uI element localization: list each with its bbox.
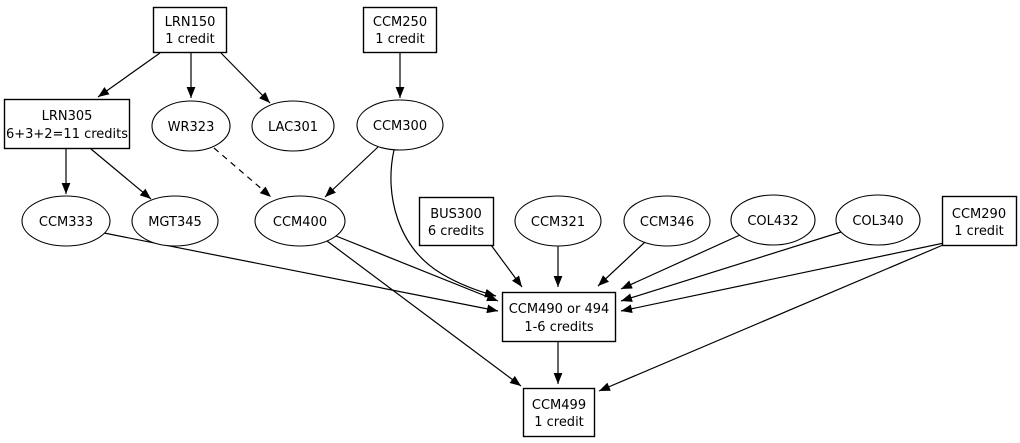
ccm250-label: CCM250 bbox=[373, 15, 427, 30]
node-ccm250: CCM250 1 credit bbox=[362, 6, 438, 54]
ccm333-label: CCM333 bbox=[39, 215, 93, 230]
bus300-label: BUS300 bbox=[430, 207, 482, 222]
wr323-ellipse bbox=[151, 100, 231, 152]
bus300-box bbox=[418, 196, 495, 247]
edge-bus300-ccm490 bbox=[490, 244, 523, 288]
edge-ccm300-ccm490-curve bbox=[390, 149, 497, 298]
node-wr323: WR323 bbox=[151, 100, 231, 152]
ccm499-box bbox=[522, 387, 596, 438]
ccm490-sublabel: 1-6 credits bbox=[524, 320, 594, 335]
edge-ccm346-ccm490 bbox=[597, 241, 646, 287]
node-ccm346: CCM346 bbox=[623, 195, 711, 247]
ccm290-sublabel: 1 credit bbox=[954, 224, 1004, 239]
lrn305-sublabel: 6+3+2=11 credits bbox=[6, 127, 128, 142]
ccm300-ellipse bbox=[356, 99, 444, 151]
edges bbox=[61, 52, 945, 392]
ccm333-ellipse bbox=[21, 195, 111, 247]
edge-wr323-ccm400-dashed bbox=[213, 147, 272, 198]
ccm400-label: CCM400 bbox=[273, 215, 327, 230]
ccm499-label: CCM499 bbox=[532, 398, 586, 413]
node-lac301: LAC301 bbox=[251, 100, 335, 152]
edge-ccm400-ccm490 bbox=[335, 235, 499, 302]
node-ccm490: CCM490 or 494 1-6 credits bbox=[501, 291, 617, 343]
node-col432: COL432 bbox=[730, 194, 816, 246]
ccm250-sublabel: 1 credit bbox=[375, 32, 425, 47]
col432-label: COL432 bbox=[747, 214, 798, 229]
lac301-ellipse bbox=[251, 100, 335, 152]
node-ccm333: CCM333 bbox=[21, 195, 111, 247]
node-ccm290: CCM290 1 credit bbox=[941, 195, 1018, 247]
bus300-sublabel: 6 credits bbox=[428, 224, 485, 239]
col432-ellipse bbox=[730, 194, 816, 246]
edge-ccm290-ccm490 bbox=[620, 242, 945, 314]
ccm490-box bbox=[501, 291, 617, 343]
edge-lrn305-mgt345 bbox=[90, 148, 152, 200]
lrn305-box bbox=[3, 98, 131, 150]
lac301-label: LAC301 bbox=[268, 120, 318, 135]
ccm250-box bbox=[362, 6, 438, 54]
node-lrn150: LRN150 1 credit bbox=[152, 6, 228, 54]
col340-label: COL340 bbox=[852, 214, 903, 229]
node-lrn305: LRN305 6+3+2=11 credits bbox=[3, 98, 131, 150]
wr323-label: WR323 bbox=[168, 120, 215, 135]
ccm499-sublabel: 1 credit bbox=[534, 415, 584, 430]
mgt345-ellipse bbox=[131, 195, 219, 247]
lrn150-box bbox=[152, 6, 228, 54]
node-mgt345: MGT345 bbox=[131, 195, 219, 247]
node-ccm499: CCM499 1 credit bbox=[522, 387, 596, 438]
ccm346-ellipse bbox=[623, 195, 711, 247]
node-col340: COL340 bbox=[835, 194, 921, 246]
node-ccm400: CCM400 bbox=[254, 195, 346, 247]
edge-ccm400-ccm499 bbox=[326, 240, 522, 387]
node-ccm321: CCM321 bbox=[514, 195, 602, 247]
edge-ccm290-ccm499 bbox=[598, 244, 944, 392]
ccm290-box bbox=[941, 195, 1018, 247]
edge-col432-ccm490 bbox=[620, 234, 741, 290]
node-ccm300: CCM300 bbox=[356, 99, 444, 151]
ccm490-label: CCM490 or 494 bbox=[509, 302, 610, 317]
ccm321-label: CCM321 bbox=[531, 215, 585, 230]
node-bus300: BUS300 6 credits bbox=[418, 196, 495, 247]
ccm321-ellipse bbox=[514, 195, 602, 247]
lrn305-label: LRN305 bbox=[42, 109, 93, 124]
edge-lrn150-lac301 bbox=[220, 52, 271, 104]
ccm346-label: CCM346 bbox=[640, 215, 694, 230]
col340-ellipse bbox=[835, 194, 921, 246]
edge-col340-ccm490 bbox=[620, 231, 842, 302]
lrn150-label: LRN150 bbox=[165, 15, 216, 30]
ccm290-label: CCM290 bbox=[952, 207, 1006, 222]
mgt345-label: MGT345 bbox=[148, 215, 202, 230]
edge-ccm300-ccm400 bbox=[324, 146, 379, 198]
lrn150-sublabel: 1 credit bbox=[165, 32, 215, 47]
edge-lrn150-lrn305 bbox=[97, 52, 161, 98]
ccm400-ellipse bbox=[254, 195, 346, 247]
ccm300-label: CCM300 bbox=[373, 119, 427, 134]
